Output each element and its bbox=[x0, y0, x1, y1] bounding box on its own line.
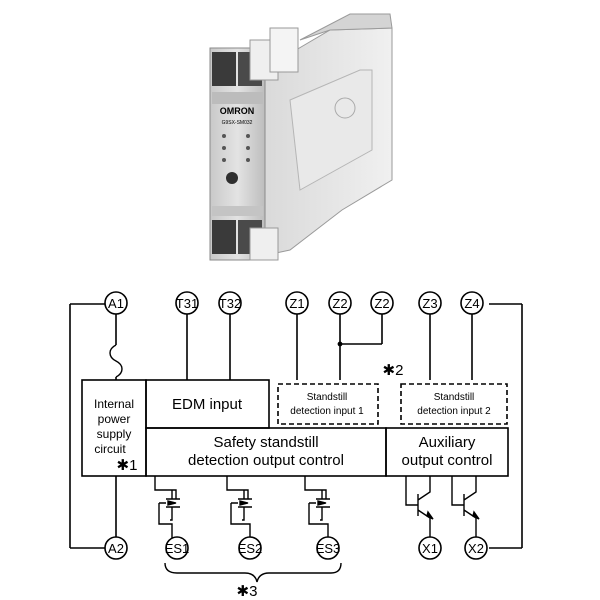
rotary-switch bbox=[226, 172, 238, 184]
standstill-input-1-block bbox=[277, 383, 379, 425]
terminal-label-z1: Z1 bbox=[289, 296, 304, 311]
standstill-input-2-label-line-2: detection input 2 bbox=[417, 406, 491, 417]
aux-output-label-line-1: Auxiliary bbox=[419, 434, 476, 451]
internal-power-label-line-2: power bbox=[98, 412, 131, 426]
terminal-x2 bbox=[464, 536, 488, 560]
note-3-marker: ✱3 bbox=[237, 583, 258, 600]
terminal-label-z2-a: Z2 bbox=[332, 296, 347, 311]
aux-output-control-block bbox=[385, 427, 509, 477]
standstill-input-1-label-line-1: Standstill bbox=[307, 392, 348, 403]
standstill-input-2-label-line-1: Standstill bbox=[434, 392, 475, 403]
aux-output-label-line-2: output control bbox=[402, 452, 493, 469]
x1-transistor bbox=[405, 476, 434, 538]
terminal-a2 bbox=[104, 536, 128, 560]
status-leds bbox=[222, 134, 250, 162]
terminal-label-es1: ES1 bbox=[165, 541, 190, 556]
es1-transistor bbox=[154, 476, 180, 538]
aux-output-transistors bbox=[405, 476, 480, 538]
edm-input-label: EDM input bbox=[172, 396, 243, 413]
schematic-diagram bbox=[69, 303, 523, 549]
terminal-z3 bbox=[418, 291, 442, 315]
bottom-terminals bbox=[104, 536, 488, 560]
internal-power-label-line-3: supply bbox=[97, 427, 132, 441]
standstill-input-2-block bbox=[400, 383, 508, 425]
terminal-label-es3: ES3 bbox=[316, 541, 341, 556]
terminal-label-t32: T32 bbox=[219, 296, 241, 311]
brand-logo: OMRON bbox=[220, 106, 255, 116]
note-2-marker: ✱2 bbox=[383, 362, 404, 379]
terminal-z2-a bbox=[328, 291, 352, 315]
internal-power-label-line-4: circuit bbox=[94, 442, 126, 456]
es-output-transistors bbox=[154, 476, 330, 538]
terminal-label-a1: A1 bbox=[108, 296, 124, 311]
terminal-z2-b bbox=[370, 291, 394, 315]
terminal-z4 bbox=[460, 291, 484, 315]
standstill-input-1-label-line-2: detection input 1 bbox=[290, 406, 364, 417]
terminal-label-a2: A2 bbox=[108, 541, 124, 556]
es2-transistor bbox=[226, 476, 252, 538]
terminal-label-z3: Z3 bbox=[422, 296, 437, 311]
terminal-label-x1: X1 bbox=[422, 541, 438, 556]
safety-output-label-line-1: Safety standstill bbox=[213, 434, 318, 451]
internal-power-label-line-1: Internal bbox=[94, 397, 134, 411]
terminal-es3 bbox=[316, 536, 340, 560]
es3-transistor bbox=[304, 476, 330, 538]
terminal-label-x2: X2 bbox=[468, 541, 484, 556]
terminal-label-z4: Z4 bbox=[464, 296, 479, 311]
terminal-label-es2: ES2 bbox=[238, 541, 263, 556]
relay-product-photo: OMRON G9SX-SM032 bbox=[209, 13, 393, 261]
terminal-label-z2-b: Z2 bbox=[374, 296, 389, 311]
es-terminals-brace bbox=[164, 562, 342, 583]
terminal-a1 bbox=[104, 291, 128, 315]
model-label: G9SX-SM032 bbox=[222, 120, 253, 126]
terminal-label-t31: T31 bbox=[176, 296, 198, 311]
terminal-es1 bbox=[165, 536, 189, 560]
terminal-es2 bbox=[238, 536, 262, 560]
terminal-x1 bbox=[418, 536, 442, 560]
safety-output-label-line-2: detection output control bbox=[188, 452, 344, 469]
terminal-t32 bbox=[218, 291, 242, 315]
note-1-marker: ✱1 bbox=[117, 457, 138, 474]
top-terminals bbox=[104, 291, 484, 315]
terminal-t31 bbox=[175, 291, 199, 315]
terminal-z1 bbox=[285, 291, 309, 315]
x2-transistor bbox=[451, 476, 480, 538]
